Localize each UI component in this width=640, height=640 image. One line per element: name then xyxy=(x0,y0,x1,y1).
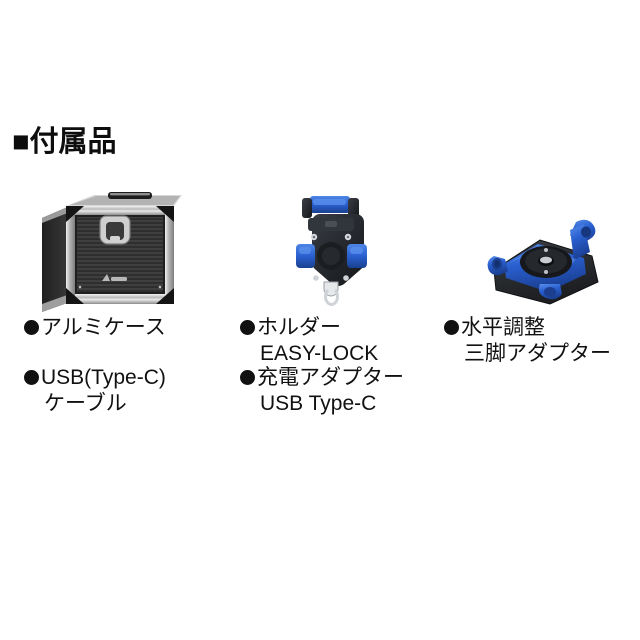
tripod-adapter-thumbnail xyxy=(444,180,640,315)
accessory-label-line2: EASY-LOCK xyxy=(260,342,379,365)
accessory-item-aluminum-case: アルミケース xyxy=(0,180,222,365)
accessory-item-usb-cable: USB(Type-C) ケーブル xyxy=(0,365,222,485)
accessory-label-tripod-adapter: 水平調整 三脚アダプター xyxy=(444,315,640,367)
accessories-row-top: アルミケース xyxy=(0,180,640,365)
accessories-row-bottom: USB(Type-C) ケーブル 充電アダプター USB Type-C xyxy=(0,365,640,485)
accessory-item-charging-adapter: 充電アダプター USB Type-C xyxy=(222,365,444,485)
accessory-label-line1: 水平調整 xyxy=(461,316,545,339)
accessory-label-usb-cable: USB(Type-C) ケーブル xyxy=(24,365,222,417)
accessory-label-line1: ホルダー xyxy=(257,316,341,339)
accessory-label-aluminum-case: アルミケース xyxy=(24,315,222,341)
accessory-label-line1: アルミケース xyxy=(41,316,166,339)
holder-thumbnail xyxy=(240,180,444,315)
page-title: ■付属品 xyxy=(12,126,117,158)
accessory-label-line2: 三脚アダプター xyxy=(464,342,611,365)
bullet-icon xyxy=(240,320,255,335)
bullet-icon xyxy=(444,320,459,335)
accessory-label-line1: USB(Type-C) xyxy=(41,366,166,389)
accessories-grid: アルミケース xyxy=(0,180,640,485)
accessory-item-holder: ホルダー EASY-LOCK xyxy=(222,180,444,365)
accessory-item-tripod-adapter: 水平調整 三脚アダプター xyxy=(444,180,640,365)
accessory-label-holder: ホルダー EASY-LOCK xyxy=(240,315,444,367)
aluminum-case-icon xyxy=(36,192,186,318)
bullet-icon xyxy=(24,320,39,335)
bullet-icon xyxy=(24,370,39,385)
accessory-label-line1: 充電アダプター xyxy=(257,366,404,389)
bullet-icon xyxy=(240,370,255,385)
accessory-label-line2: USB Type-C xyxy=(260,392,377,415)
accessory-label-charging-adapter: 充電アダプター USB Type-C xyxy=(240,365,444,417)
accessory-label-line2: ケーブル xyxy=(44,392,127,415)
aluminum-case-thumbnail xyxy=(24,180,222,315)
holder-easy-lock-icon xyxy=(288,194,374,312)
accessory-item-empty xyxy=(444,365,640,485)
tripod-adapter-icon xyxy=(480,208,610,312)
